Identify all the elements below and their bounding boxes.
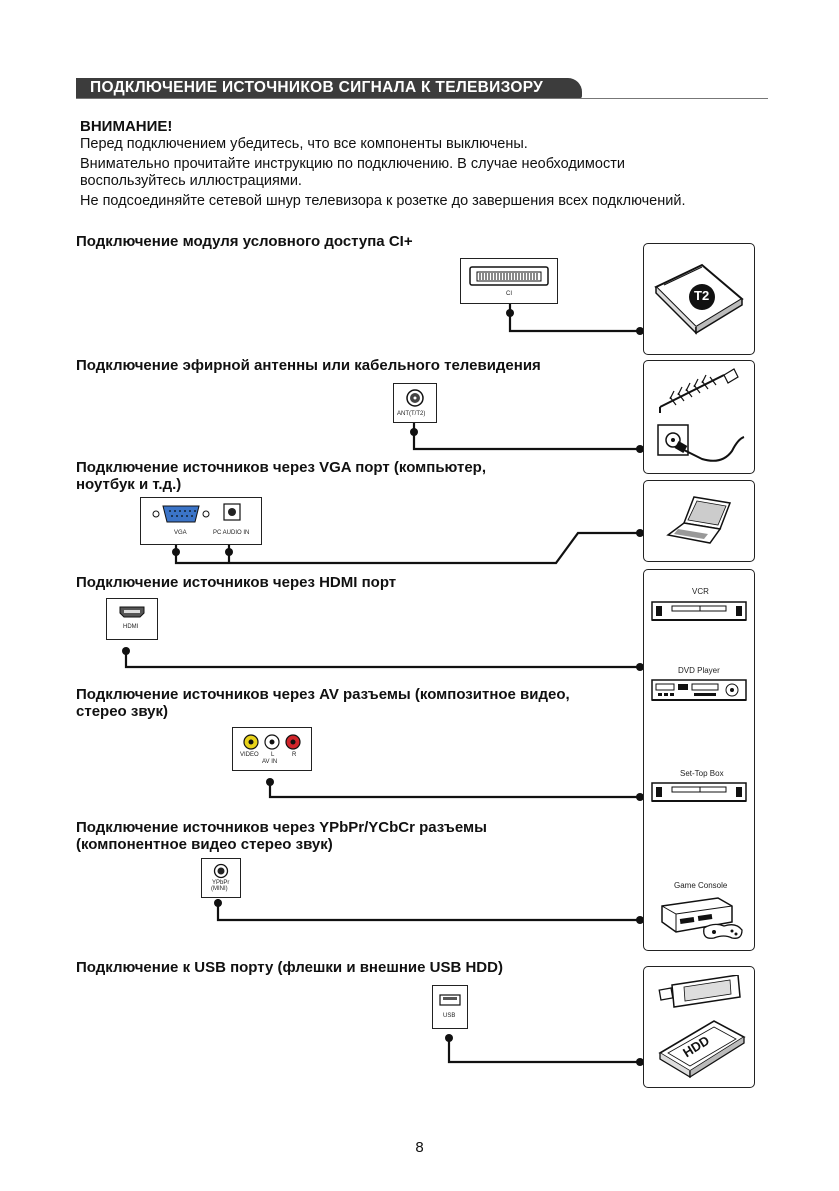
- vcr-label: VCR: [692, 587, 709, 596]
- header-divider: [76, 98, 768, 99]
- ypbpr-wire-end-dot: [636, 916, 644, 924]
- warning-line-1: Перед подключением убедитесь, что все ко…: [80, 136, 528, 152]
- warning-title: ВНИМАНИЕ!: [80, 118, 173, 135]
- av-in-label: AV IN: [262, 759, 278, 765]
- ypbpr-port-label-2: (MINI): [211, 886, 228, 892]
- set-top-box-label: Set-Top Box: [680, 769, 724, 778]
- av-left-label: L: [271, 752, 275, 758]
- ypbpr-wire-dot: [214, 899, 222, 907]
- usb-wire-end-dot: [636, 1058, 644, 1066]
- av-wire-end-dot: [636, 793, 644, 801]
- vga-port-panel: VGA PC AUDIO IN: [140, 497, 262, 545]
- usb-port-panel: USB: [432, 985, 468, 1029]
- antenna-wire: [412, 423, 640, 451]
- antenna-icon: [659, 368, 739, 413]
- vga-connector-icon: [152, 505, 210, 523]
- ci-port-panel: CI: [460, 258, 558, 304]
- laptop-device-box: [643, 480, 755, 562]
- ypbpr-port-label-1: YPbPr: [212, 880, 230, 886]
- hdmi-wire: [124, 648, 640, 669]
- av-video-label: VIDEO: [240, 752, 259, 758]
- usb-storage-device-box: HDD: [643, 966, 755, 1088]
- ypbpr-wire: [216, 899, 640, 922]
- antenna-section-title: Подключение эфирной антенны или кабельно…: [76, 357, 541, 374]
- page-number: 8: [415, 1139, 424, 1156]
- vga-wire-end-dot: [636, 529, 644, 537]
- av-wire: [268, 780, 640, 799]
- av-port-panel: VIDEO L R AV IN: [232, 727, 312, 771]
- av-wire-dot: [266, 778, 274, 786]
- ci-slot-icon: [469, 266, 549, 286]
- hdmi-connector-icon: [119, 606, 145, 618]
- vga-port-label: VGA: [174, 530, 187, 536]
- vga-section-title-2: ноутбук и т.д.): [76, 476, 182, 493]
- usb-port-label: USB: [443, 1013, 456, 1019]
- hdmi-section-title: Подключение источников через HDMI порт: [76, 574, 397, 591]
- antenna-port-label: ANT(T/T2): [397, 411, 426, 417]
- ypbpr-jack-icon: [213, 863, 229, 879]
- section-header-banner: ПОДКЛЮЧЕНИЕ ИСТОЧНИКОВ СИГНАЛА К ТЕЛЕВИЗ…: [76, 78, 582, 99]
- external-hdd-icon: [658, 1020, 746, 1079]
- set-top-box-icon: [651, 782, 747, 802]
- rca-jacks-icon: [243, 734, 301, 750]
- ci-wire: [508, 304, 640, 333]
- antenna-port-panel: ANT(T/T2): [393, 383, 437, 423]
- video-sources-device-box: VCR DVD Player Set-Top Box Game Console: [643, 569, 755, 951]
- laptop-icon: [666, 496, 732, 544]
- ci-wire-end-dot: [636, 327, 644, 335]
- vga-wire: [174, 531, 640, 565]
- vga-wire-dot: [172, 548, 180, 556]
- game-console-icon: [661, 897, 743, 939]
- ci-section-title: Подключение модуля условного доступа CI+: [76, 233, 413, 250]
- hdmi-wire-end-dot: [636, 663, 644, 671]
- usb-wire-dot: [445, 1034, 453, 1042]
- section-header-title: ПОДКЛЮЧЕНИЕ ИСТОЧНИКОВ СИГНАЛА К ТЕЛЕВИЗ…: [90, 79, 544, 96]
- ci-card-icon: [654, 263, 744, 335]
- usb-section-title: Подключение к USB порту (флешки и внешни…: [76, 959, 503, 976]
- hdmi-port-panel: HDMI: [106, 598, 158, 640]
- av-right-label: R: [292, 752, 297, 758]
- ci-wire-dot: [506, 309, 514, 317]
- warning-line-3: воспользуйтесь иллюстрациями.: [80, 173, 302, 189]
- pc-audio-jack-icon: [223, 503, 241, 521]
- coax-jack-icon: [406, 389, 424, 407]
- vga-section-title-1: Подключение источников через VGA порт (к…: [76, 459, 487, 476]
- ypbpr-port-panel: YPbPr (MINI): [201, 858, 241, 898]
- av-section-title-2: стерео звук): [76, 703, 169, 720]
- hdmi-port-label: HDMI: [123, 624, 139, 630]
- warning-line-4: Не подсоединяйте сетевой шнур телевизора…: [80, 193, 686, 209]
- game-console-label: Game Console: [674, 881, 728, 890]
- ci-module-device-box: T2: [643, 243, 755, 355]
- av-section-title-1: Подключение источников через AV разъемы …: [76, 686, 570, 703]
- antenna-device-box: [643, 360, 755, 474]
- pc-audio-port-label: PC AUDIO IN: [213, 530, 250, 536]
- antenna-wire-end-dot: [636, 445, 644, 453]
- usb-flash-drive-icon: [658, 975, 741, 1008]
- dvd-player-icon: [651, 679, 747, 701]
- hdmi-wire-dot: [122, 647, 130, 655]
- wall-socket-icon: [657, 424, 745, 462]
- ypbpr-section-title-2: (компонентное видео стерео звук): [76, 836, 333, 853]
- ci-port-label: CI: [506, 291, 512, 297]
- vga-audio-wire-dot: [225, 548, 233, 556]
- dvd-player-label: DVD Player: [678, 666, 720, 675]
- ypbpr-section-title-1: Подключение источников через YPbPr/YCbCr…: [76, 819, 487, 836]
- ci-card-badge: T2: [694, 288, 710, 303]
- warning-line-2: Внимательно прочитайте инструкцию по под…: [80, 156, 625, 172]
- usb-wire: [447, 1036, 640, 1064]
- vcr-icon: [651, 601, 747, 621]
- usb-connector-icon: [439, 994, 461, 1006]
- antenna-wire-dot: [410, 428, 418, 436]
